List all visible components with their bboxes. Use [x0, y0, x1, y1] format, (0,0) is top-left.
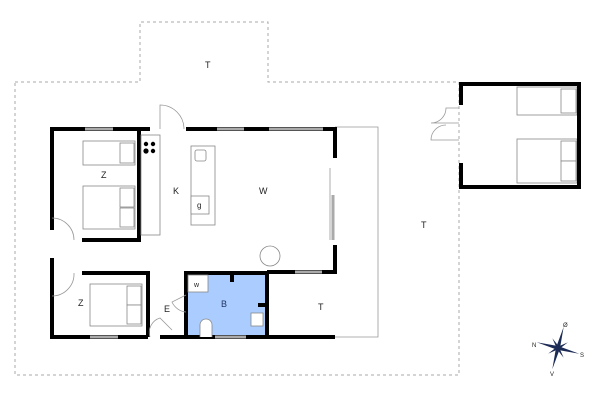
compass-south: S [580, 353, 584, 359]
room-label-living: W [259, 186, 268, 196]
appliance-box [190, 195, 210, 215]
beds [82, 86, 578, 327]
toilet-icon [199, 318, 213, 337]
room-label-bedroom: Z [101, 170, 107, 180]
room-label-terrace: T [318, 302, 324, 312]
sink-icon [194, 149, 207, 162]
compass-east: Ø [563, 323, 568, 329]
room-label-kitchen: K [173, 186, 179, 196]
doors [51, 104, 459, 338]
label-appliance: g [197, 201, 201, 210]
room-label-terrace: T [205, 60, 211, 70]
room-label-bathroom: B [221, 299, 227, 309]
room-label-bedroom: Z [78, 298, 84, 308]
small-terrace-outline [335, 126, 379, 338]
room-label-terrace: T [421, 220, 427, 230]
label-washer: w [193, 282, 200, 289]
room-label-entry: E [164, 304, 170, 314]
dining-table [259, 245, 281, 267]
hob-icon [143, 141, 156, 154]
main-house-walls [50, 127, 337, 339]
compass-rose-icon [536, 326, 580, 370]
compass-north: N [532, 343, 536, 349]
terrace-outline [14, 21, 460, 376]
annex-walls [459, 82, 581, 189]
washbasin-icon [250, 312, 264, 327]
washer-box [187, 274, 209, 293]
kitchen-counter [140, 134, 161, 236]
compass-west: V [550, 372, 554, 378]
